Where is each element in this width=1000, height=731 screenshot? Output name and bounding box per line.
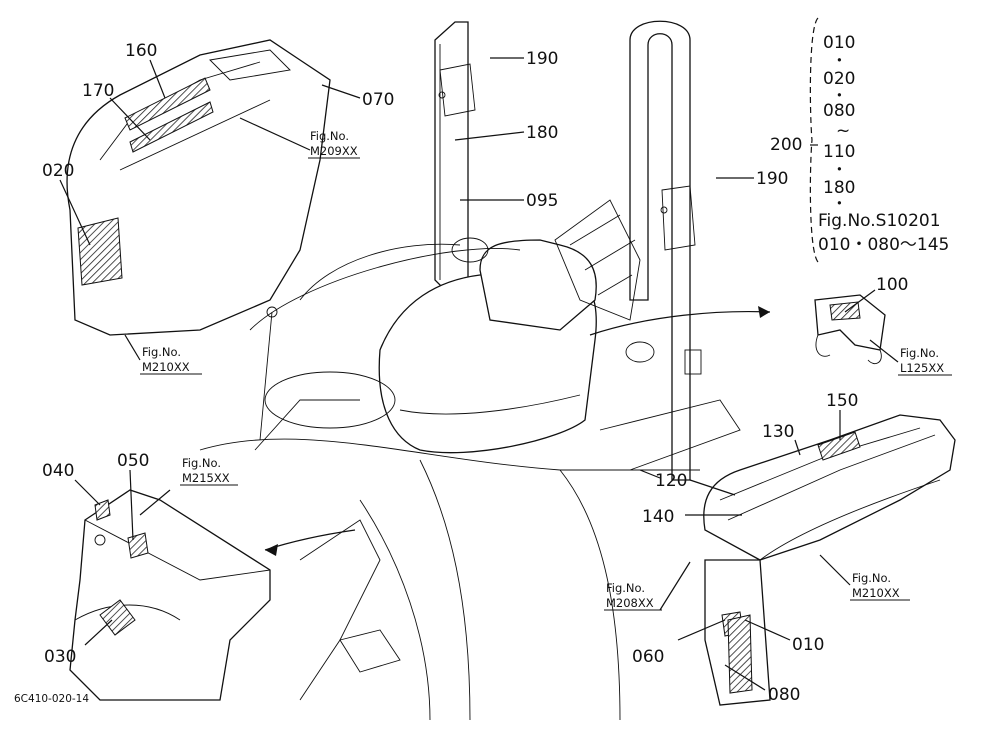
list-dot-4: •: [836, 196, 843, 210]
label-030: 030: [44, 647, 76, 667]
label-140: 140: [642, 507, 674, 527]
label-160: 160: [125, 41, 157, 61]
figref-l125-line2: L125XX: [900, 361, 944, 375]
leader-lines: [59, 17, 899, 691]
label-060: 060: [632, 647, 664, 667]
list-item-4: 110: [823, 142, 855, 162]
label-120: 120: [655, 471, 687, 491]
label-095: 095: [526, 191, 558, 211]
left-cover-assembly: [69, 489, 271, 701]
label-190-top: 190: [526, 49, 558, 69]
list-dot-1: •: [836, 53, 843, 67]
left-fender-assembly: [66, 39, 331, 336]
label-190-right: 190: [756, 169, 788, 189]
list-item-3: 080: [823, 101, 855, 121]
list-fig-number: Fig.No.S10201: [818, 211, 941, 231]
figref-m209-line1: Fig.No.: [310, 129, 349, 143]
label-150: 150: [826, 391, 858, 411]
right-fender-assembly: [703, 414, 956, 706]
figref-m210b-line2: M210XX: [852, 586, 900, 600]
figref-m208-line2: M208XX: [606, 596, 654, 610]
label-180: 180: [526, 123, 558, 143]
list-dot-3: •: [836, 162, 843, 176]
figref-m210a-line2: M210XX: [142, 360, 190, 374]
part-labels: 160 170 020 070 190 180 095 190 200 100 …: [42, 41, 908, 705]
label-070: 070: [362, 90, 394, 110]
list-range: 010・080～145: [818, 235, 949, 255]
figref-l125-line1: Fig.No.: [900, 346, 939, 360]
leader-arrows: [264, 306, 771, 556]
figref-m208-line1: Fig.No.: [606, 581, 645, 595]
drawing-code: 6C410-020-14: [14, 693, 89, 705]
figref-m209-line2: M209XX: [310, 144, 358, 158]
label-170: 170: [82, 81, 114, 101]
label-130: 130: [762, 422, 794, 442]
seat-and-body: [199, 199, 741, 721]
list-item-5: 180: [823, 178, 855, 198]
figref-m215-line1: Fig.No.: [182, 456, 221, 470]
label-050: 050: [117, 451, 149, 471]
label-100: 100: [876, 275, 908, 295]
label-200: 200: [770, 135, 802, 155]
figure-references: Fig.No. M209XX Fig.No. M210XX Fig.No. M2…: [140, 129, 952, 611]
figref-m215-line2: M215XX: [182, 471, 230, 485]
list-item-1: 010: [823, 33, 855, 53]
label-020: 020: [42, 161, 74, 181]
figref-m210a-line1: Fig.No.: [142, 345, 181, 359]
rops-frame: [434, 20, 696, 481]
list-tilde: ~: [836, 121, 850, 141]
label-040: 040: [42, 461, 74, 481]
label-080: 080: [768, 685, 800, 705]
list-dot-2: •: [836, 88, 843, 102]
label-010: 010: [792, 635, 824, 655]
list-item-2: 020: [823, 69, 855, 89]
bracket-part-100: [814, 294, 886, 364]
applicable-model-list: 010 • 020 • 080 ~ 110 • 180 • Fig.No.S10…: [818, 33, 949, 255]
figref-m210b-line1: Fig.No.: [852, 571, 891, 585]
